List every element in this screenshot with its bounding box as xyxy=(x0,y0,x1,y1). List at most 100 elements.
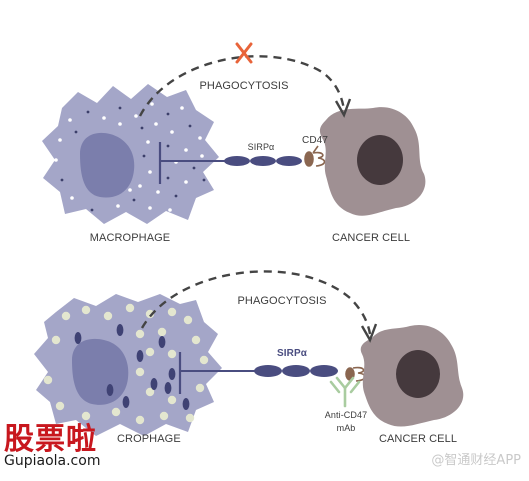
top-sirpa-domain xyxy=(276,156,302,166)
top-granule xyxy=(200,154,204,158)
top-phagocytosis-label: PHAGOCYTOSIS xyxy=(199,80,289,92)
watermark-logo-text: 股票啦 xyxy=(4,422,97,457)
bottom-granule-light xyxy=(159,411,169,421)
top-granule xyxy=(102,116,106,120)
bottom-granule-light xyxy=(81,305,91,315)
bottom-granule-dark xyxy=(116,324,124,336)
top-sirpa-label: SIRPα xyxy=(247,142,275,152)
top-granule xyxy=(128,188,132,192)
bottom-granule-dark xyxy=(122,396,130,408)
top-granule xyxy=(140,126,144,130)
bottom-granule-light xyxy=(145,309,155,319)
top-sirpa-domain xyxy=(250,156,276,166)
bottom-granule-light xyxy=(167,395,177,405)
bottom-granule-dark xyxy=(150,378,158,390)
top-granule xyxy=(54,158,58,162)
bottom-granule-light xyxy=(55,401,65,411)
top-granule xyxy=(170,130,174,134)
antibody-label-line1: Anti-CD47 xyxy=(324,410,368,420)
top-granule xyxy=(116,204,120,208)
bottom-granules xyxy=(43,303,209,425)
bottom-cd47-protein xyxy=(345,366,367,382)
top-granule xyxy=(60,178,64,182)
bottom-granule-light xyxy=(103,311,113,321)
antibody-label-line2: mAb xyxy=(336,423,356,433)
top-granule xyxy=(134,114,138,118)
watermark-site-text: Gupiaola.com xyxy=(4,453,101,469)
bottom-granule-light xyxy=(195,383,205,393)
top-granule xyxy=(166,176,170,180)
top-granule xyxy=(142,154,146,158)
bottom-sirpa-label: SIRPα xyxy=(277,348,307,359)
top-phagocytosis-arrow xyxy=(138,55,346,117)
bottom-granule-light xyxy=(145,387,155,397)
top-panel xyxy=(42,42,426,224)
top-granule xyxy=(154,122,158,126)
bottom-granule-light xyxy=(43,375,53,385)
top-granule xyxy=(148,170,152,174)
bottom-panel xyxy=(34,270,464,436)
bottom-granule-light xyxy=(185,413,195,423)
bottom-granule-light xyxy=(183,315,193,325)
bottom-granule-dark xyxy=(106,384,114,396)
top-cd47-label: CD47 xyxy=(302,135,328,146)
bottom-phagocytosis-label: PHAGOCYTOSIS xyxy=(237,295,327,307)
bottom-granule-dark xyxy=(164,382,172,394)
top-granule xyxy=(118,122,122,126)
top-granule xyxy=(166,112,170,116)
top-granule xyxy=(58,138,62,142)
top-granules xyxy=(54,102,206,212)
bottom-granule-light xyxy=(135,415,145,425)
top-granule xyxy=(150,102,154,106)
top-granule xyxy=(188,124,192,128)
bottom-granule-light xyxy=(145,347,155,357)
bottom-granule-light xyxy=(199,355,209,365)
bottom-granule-light xyxy=(61,311,71,321)
bottom-cancer-cell-label: CANCER CELL xyxy=(378,433,458,445)
bottom-granule-dark xyxy=(182,398,190,410)
anti-cd47-antibody-icon xyxy=(329,376,361,408)
bottom-granule-dark xyxy=(158,336,166,348)
bottom-cancer-nucleus xyxy=(396,350,440,398)
top-macrophage-nucleus xyxy=(80,132,135,198)
bottom-granule-dark xyxy=(74,332,82,344)
top-granule xyxy=(180,106,184,110)
bottom-macrophage-nucleus xyxy=(72,338,129,405)
bottom-granule-dark xyxy=(136,350,144,362)
top-cancer-nucleus xyxy=(357,135,403,185)
bottom-granule-light xyxy=(191,335,201,345)
top-macrophage-label: MACROPHAGE xyxy=(89,232,171,244)
top-granule xyxy=(192,166,196,170)
top-sirpa-domain xyxy=(224,156,250,166)
top-granule xyxy=(68,118,72,122)
bottom-phagocytosis-arrow xyxy=(140,270,372,335)
bottom-granule-light xyxy=(51,335,61,345)
top-granule xyxy=(184,180,188,184)
top-granule xyxy=(118,106,122,110)
top-granule xyxy=(138,184,142,188)
bottom-macrophage-label: CROPHAGE xyxy=(117,433,181,445)
top-granule xyxy=(202,178,206,182)
bottom-granule-light xyxy=(157,327,167,337)
top-granule xyxy=(156,190,160,194)
bottom-granule-light xyxy=(135,329,145,339)
top-granule xyxy=(90,208,94,212)
watermark-source-text: @智通财经APP xyxy=(431,453,521,468)
blocked-x-icon xyxy=(235,42,253,64)
bottom-granule-light xyxy=(111,407,121,417)
top-arrowhead xyxy=(334,98,352,118)
bottom-sirpa-domain xyxy=(282,365,310,377)
bottom-granule-light xyxy=(135,367,145,377)
top-granule xyxy=(86,110,90,114)
top-granule xyxy=(174,194,178,198)
top-granule xyxy=(184,148,188,152)
top-granule xyxy=(166,144,170,148)
top-cancer-cell-label: CANCER CELL xyxy=(331,232,411,244)
top-granule xyxy=(74,130,78,134)
bottom-granule-dark xyxy=(168,368,176,380)
bottom-sirpa-domain xyxy=(254,365,282,377)
bottom-granule-light xyxy=(167,307,177,317)
top-granule xyxy=(146,140,150,144)
